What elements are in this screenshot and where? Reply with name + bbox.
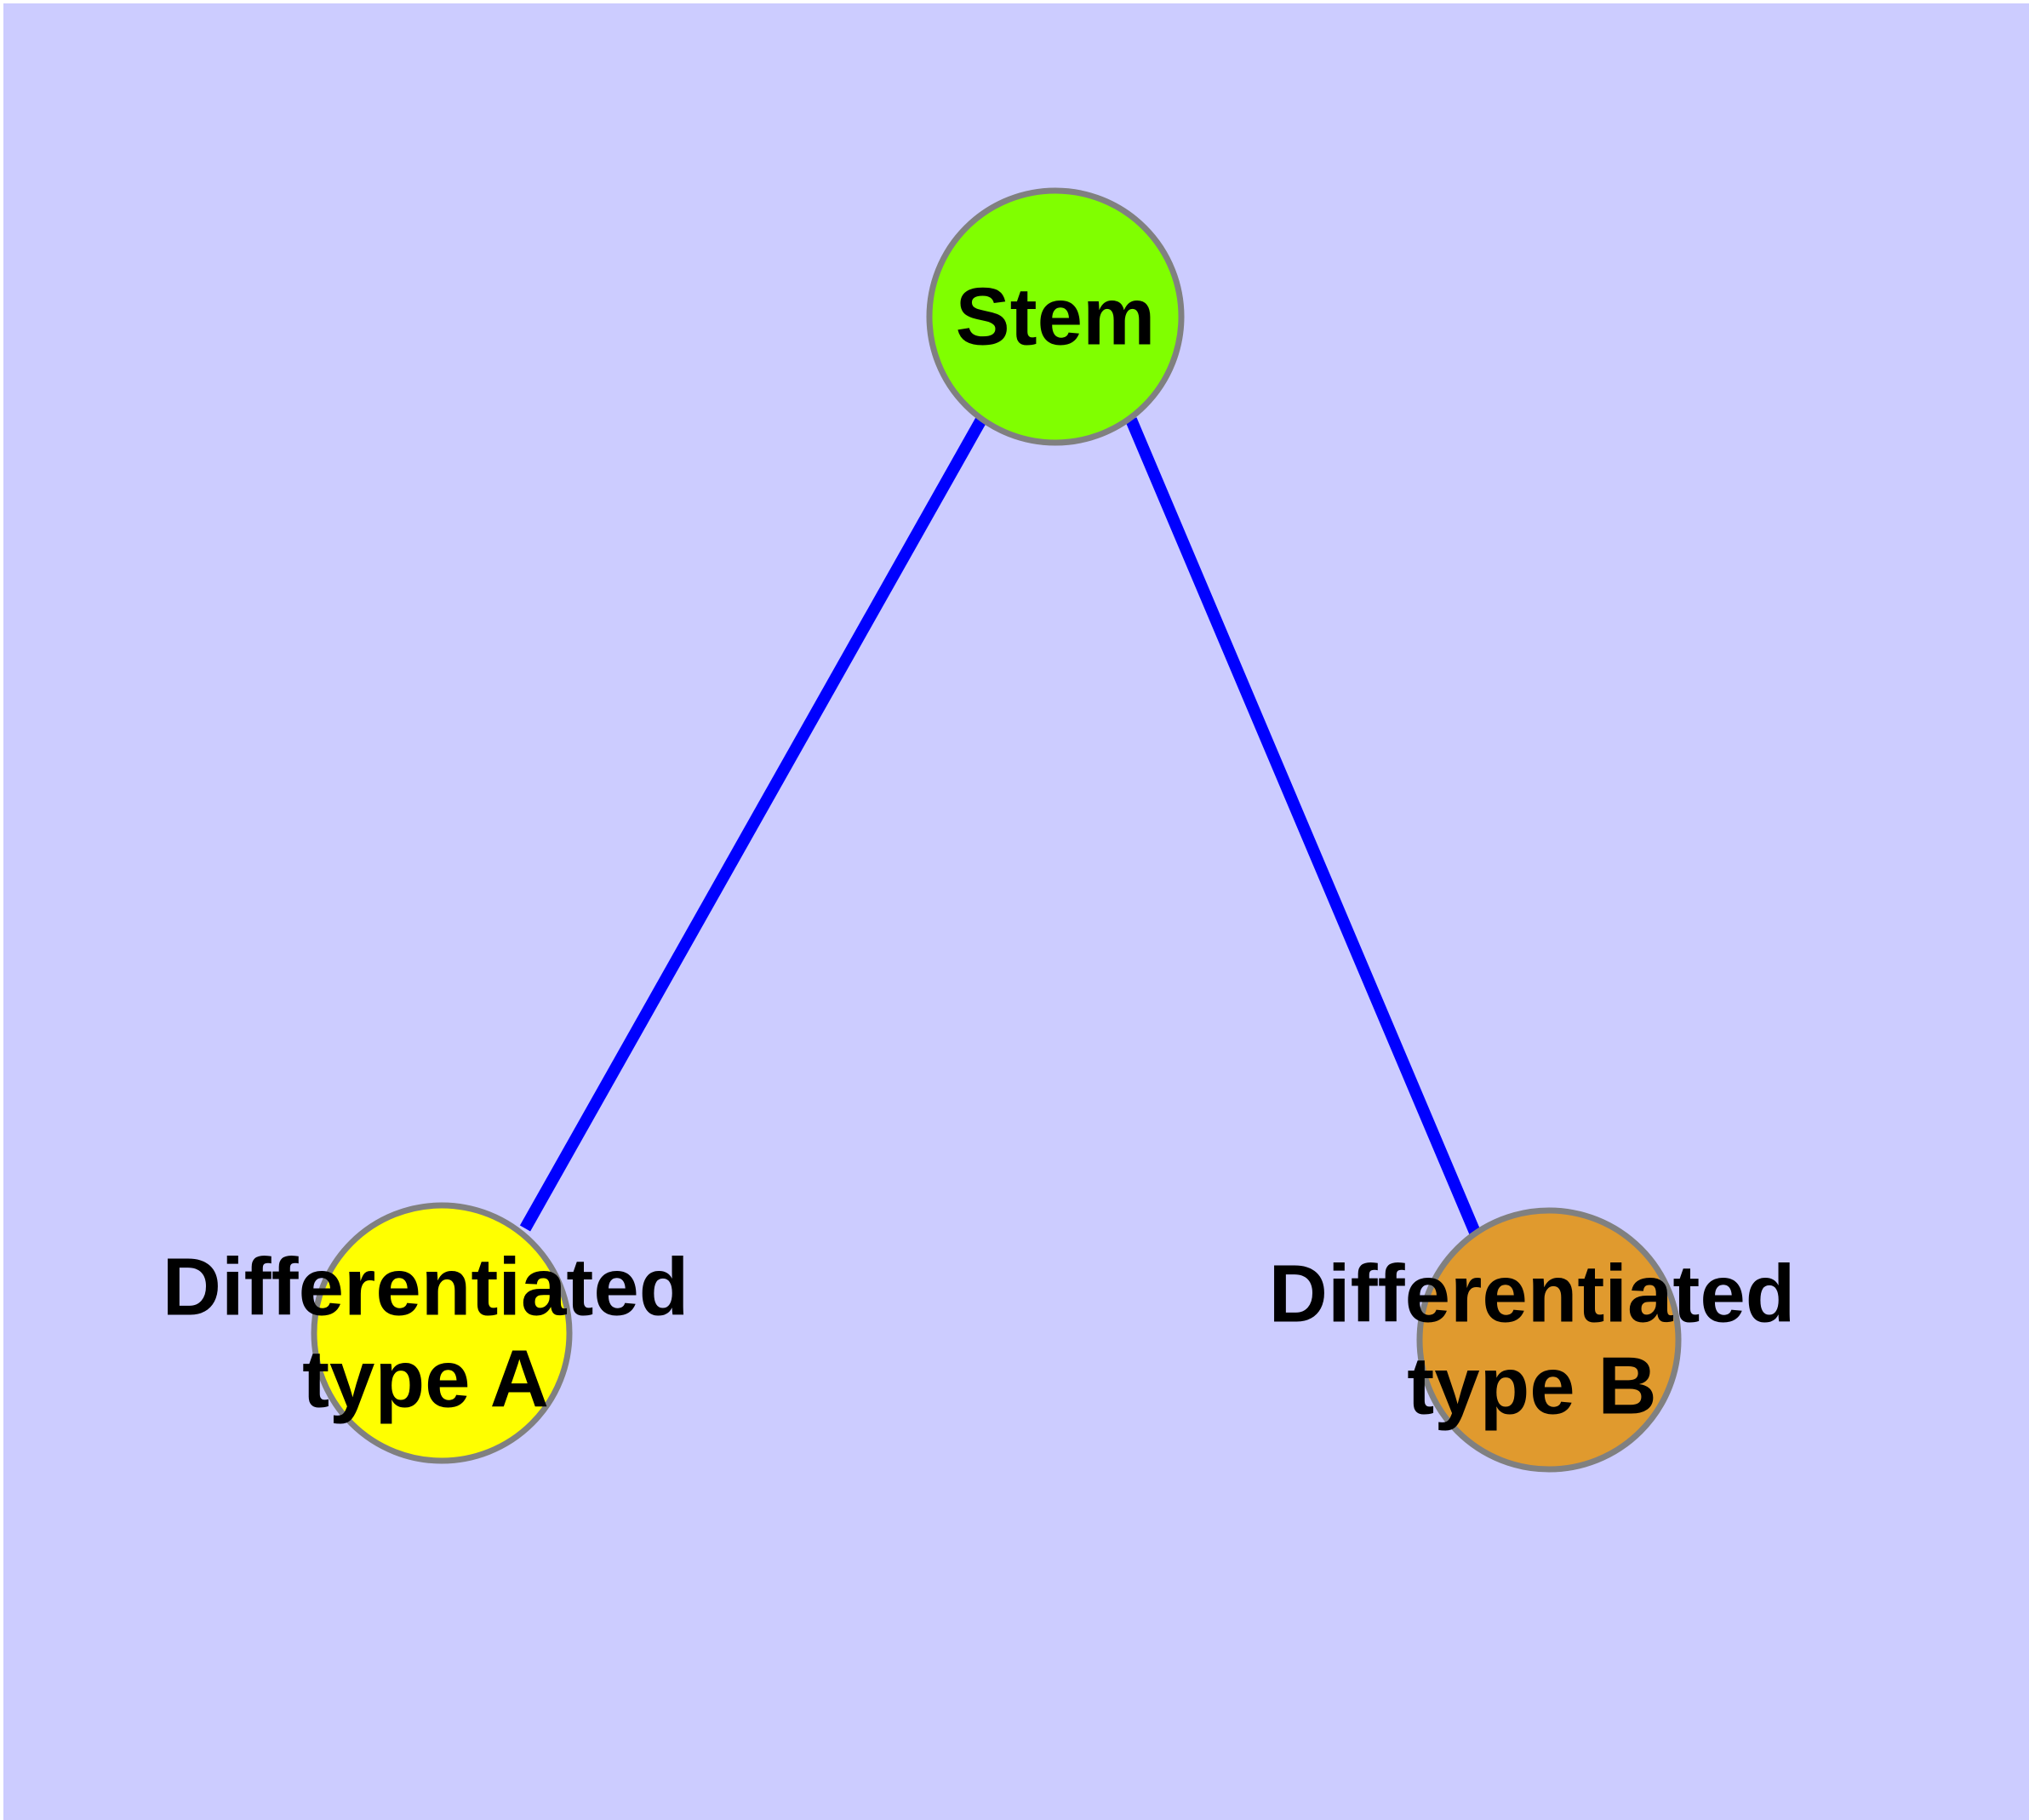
node-differentiated-type-a[interactable] bbox=[311, 1202, 573, 1464]
node-label-line: Stem bbox=[956, 272, 1156, 363]
edges-layer bbox=[519, 416, 1482, 1237]
node-stem[interactable] bbox=[926, 187, 1185, 446]
node-label-line: Differentiated bbox=[163, 1242, 689, 1333]
node-label-stem: Stem bbox=[956, 272, 1156, 363]
node-differentiated-type-b[interactable] bbox=[1416, 1207, 1682, 1473]
node-label-line: Differentiated bbox=[1269, 1249, 1796, 1340]
edge-stem-to-differentiated-type-b[interactable] bbox=[1125, 417, 1482, 1237]
node-label-line: type B bbox=[1407, 1341, 1656, 1432]
edge-stem-to-differentiated-type-a[interactable] bbox=[519, 416, 987, 1232]
node-label-line: type A bbox=[302, 1334, 549, 1425]
nodes-layer bbox=[311, 187, 1682, 1473]
